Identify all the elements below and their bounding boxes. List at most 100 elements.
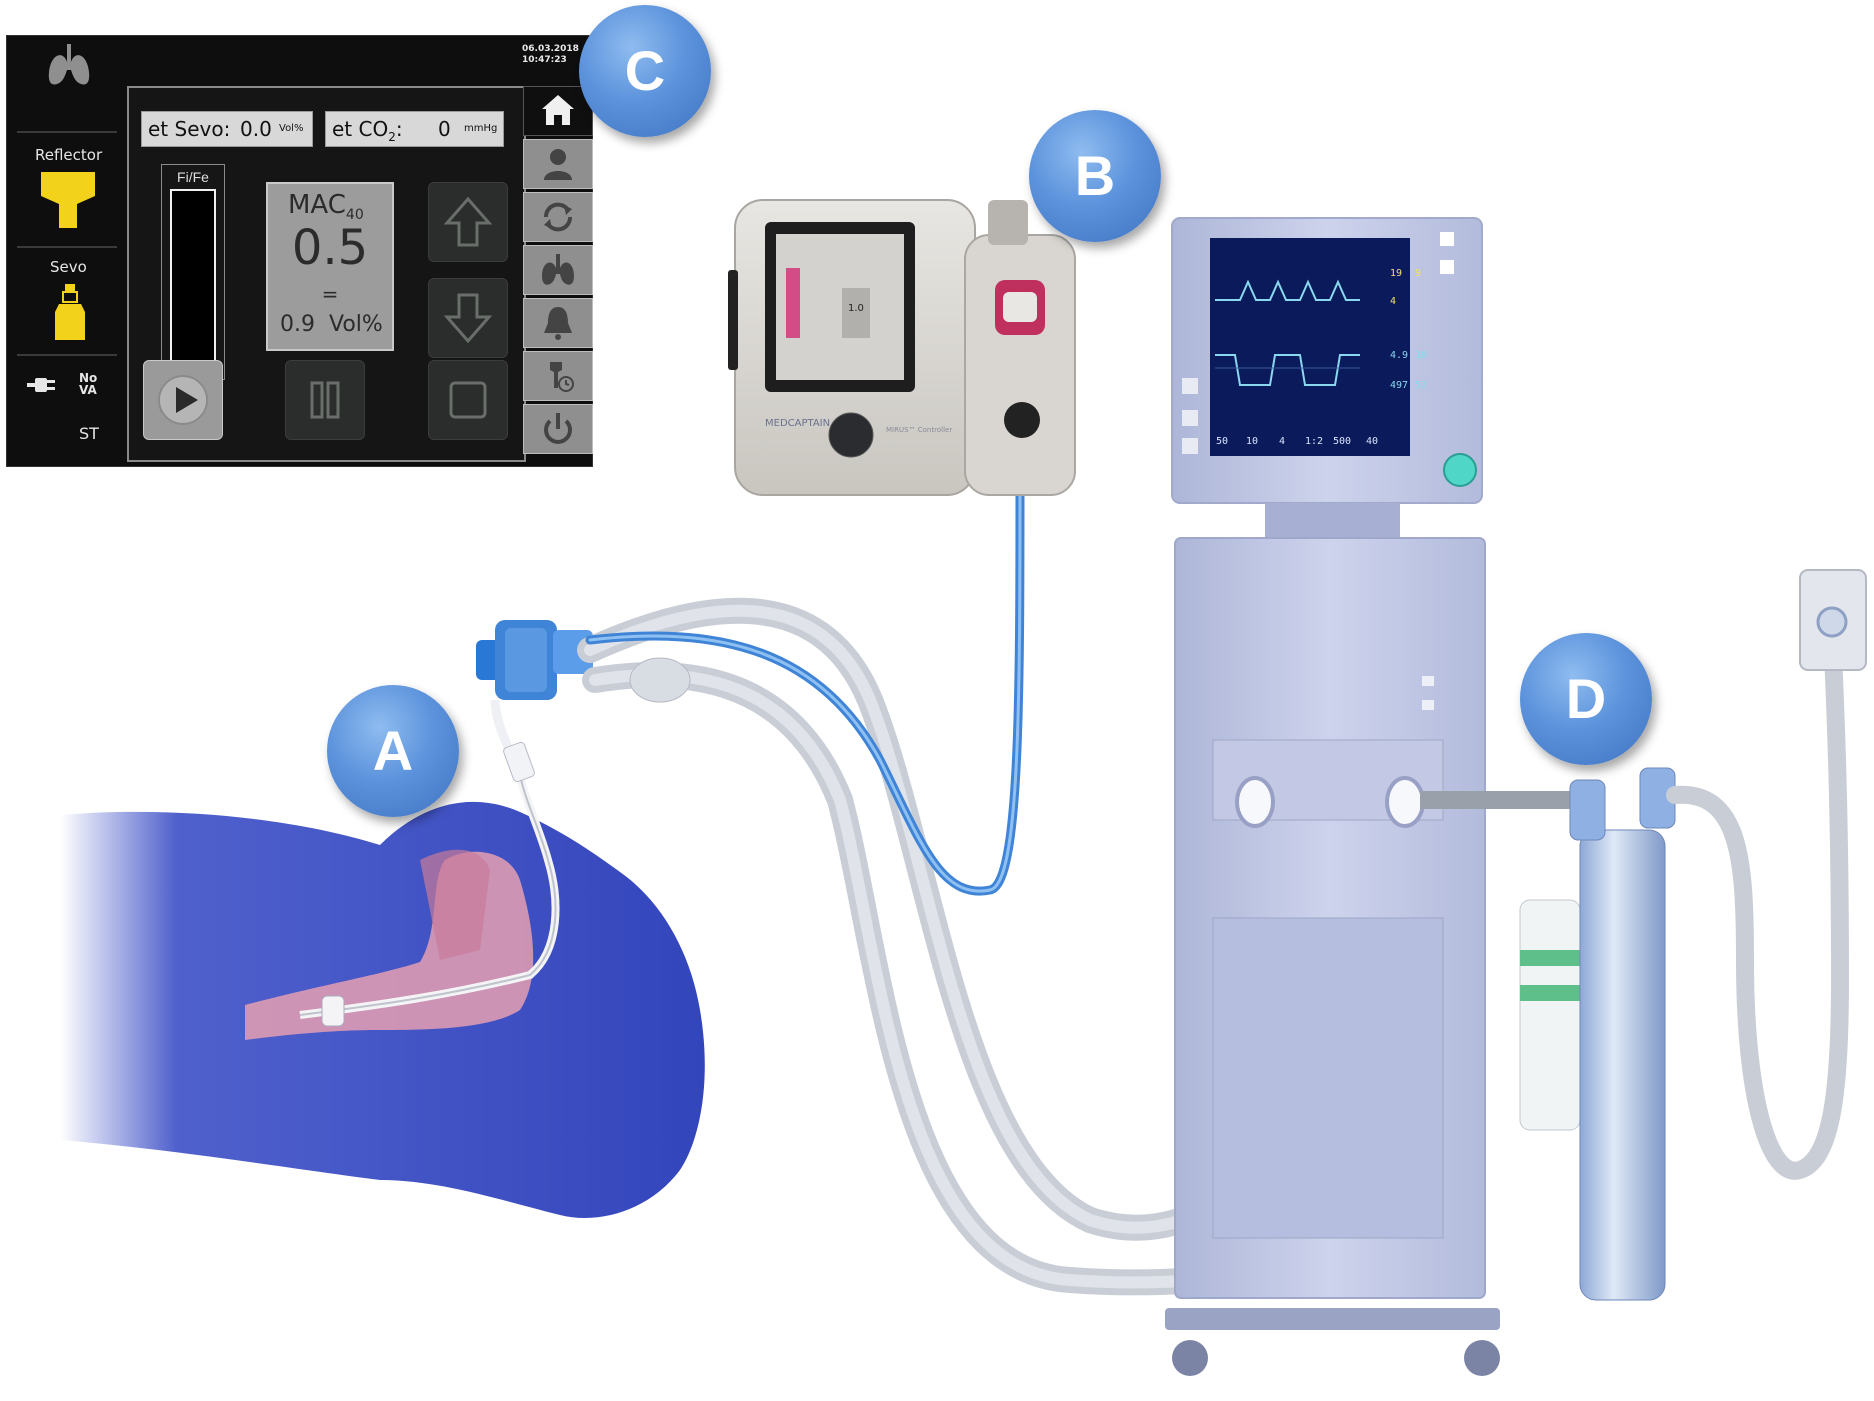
refresh-button[interactable] — [523, 192, 593, 242]
st-label: ST — [79, 424, 99, 443]
monitor-screen — [1210, 238, 1410, 456]
vent-side-value: 10 — [1415, 350, 1428, 361]
alarm-button[interactable] — [523, 298, 593, 348]
column-fitting — [1569, 779, 1606, 841]
patient-head — [60, 774, 705, 1218]
play-button[interactable] — [143, 360, 223, 440]
reflector-highlight — [505, 628, 547, 692]
pause-button[interactable] — [285, 360, 365, 440]
flow-waveform — [1215, 354, 1360, 386]
device-screen-inset: 06.03.2018 10:47:23 Reflector Sevo No VA… — [6, 35, 593, 467]
tube-cuff — [321, 995, 345, 1027]
absorber-band — [1520, 985, 1580, 1001]
sidebar-divider — [17, 354, 117, 356]
controller-mac-tile — [842, 288, 870, 338]
et-sevo-readout: et Sevo: 0.0 Vol% — [141, 111, 313, 147]
scavenging-hose — [1666, 621, 1850, 1180]
machine-base — [1165, 1308, 1500, 1330]
mac-vol: 0.9 Vol% — [280, 312, 383, 337]
settings-button[interactable] — [523, 351, 593, 401]
sidebar-divider — [17, 131, 117, 133]
lungs-button[interactable] — [523, 245, 593, 295]
badge-a: A — [327, 685, 459, 817]
tube-connector — [503, 741, 535, 783]
bell-icon — [544, 307, 572, 340]
expiratory-port — [1385, 776, 1425, 828]
play-icon — [158, 375, 208, 425]
et-co2-colon: : — [395, 117, 403, 141]
badge-c: C — [579, 5, 711, 137]
machine-drawer — [1212, 917, 1444, 1239]
time-text: 10:47:23 — [522, 55, 567, 65]
mac-tile: MAC40 0.5 = 0.9 Vol% — [266, 182, 394, 351]
controller-device — [728, 199, 1076, 496]
vent-side-value: 9 — [1415, 268, 1422, 279]
arrow-down-icon — [443, 293, 493, 344]
et-co2-label: et CO2: — [332, 112, 403, 154]
monitor-key — [1440, 260, 1454, 274]
monitor-side-key — [1182, 378, 1198, 394]
oral-cavity — [420, 849, 490, 960]
power-button[interactable] — [523, 404, 593, 454]
controller-syringe-window — [1003, 292, 1037, 322]
et-sevo-unit: Vol% — [279, 123, 304, 134]
controller-brand: MEDCAPTAIN — [765, 418, 831, 429]
vent-setting-value: 500 — [1333, 436, 1352, 447]
increase-button[interactable] — [428, 182, 508, 262]
nova-indicator: No VA — [79, 372, 97, 396]
monitor-neck — [1265, 503, 1400, 538]
badge-b: B — [1029, 110, 1161, 242]
sevo-label: Sevo — [50, 258, 87, 276]
mac-label-text: MAC — [288, 190, 346, 220]
wheel-left — [1172, 1340, 1208, 1376]
vent-side-value: 19 — [1390, 268, 1403, 279]
pause-icon — [310, 381, 340, 419]
wall-outlet-socket — [1816, 606, 1848, 638]
sidebar-divider — [17, 246, 117, 248]
patient-button[interactable] — [523, 139, 593, 189]
vent-setting-value: 10 — [1246, 436, 1259, 447]
date-text: 06.03.2018 — [522, 44, 579, 54]
date-time: 06.03.2018 10:47:23 — [522, 44, 586, 66]
vent-setting-value: 40 — [1366, 436, 1379, 447]
nova-top-text: No — [79, 371, 98, 385]
et-co2-label-text: et CO — [332, 117, 389, 141]
vent-side-value: 497 — [1390, 380, 1409, 391]
controller-screen-bar — [786, 268, 800, 338]
vent-setting-value: 4 — [1279, 436, 1286, 447]
controller-gas-port — [1004, 402, 1040, 438]
et-co2-subscript: 2 — [388, 130, 396, 144]
absorber-band — [1520, 950, 1580, 966]
absorber-assembly — [1420, 569, 1867, 1301]
mac-vol-unit: Vol% — [329, 312, 383, 337]
stop-button[interactable] — [428, 360, 508, 440]
reflector-timer-icon — [550, 362, 574, 392]
controller-knob — [828, 412, 874, 458]
vent-setting-value: 50 — [1216, 436, 1229, 447]
power-icon — [544, 413, 572, 444]
user-icon — [544, 149, 572, 180]
fi-fe-label: Fi/Fe — [177, 169, 209, 185]
reflector-label: Reflector — [35, 146, 103, 164]
et-co2-readout: et CO2: 0 mmHg — [325, 111, 504, 147]
sevo-bottle-icon — [55, 284, 85, 340]
vent-side-value: 4 — [1390, 296, 1397, 307]
home-button[interactable] — [523, 86, 593, 136]
home-icon — [542, 95, 574, 125]
vent-setting-value: 1:2 — [1305, 436, 1324, 447]
decrease-button[interactable] — [428, 278, 508, 358]
reflector-icon — [41, 172, 95, 228]
co2-absorber-canister — [1519, 899, 1581, 1131]
controller-side-module — [964, 234, 1076, 496]
mac-value: 0.5 — [291, 220, 369, 276]
vent-side-value: 4.9 — [1390, 350, 1409, 361]
machine-indicator — [1422, 700, 1434, 710]
power-plug-icon — [27, 378, 55, 392]
pressure-waveform — [1215, 279, 1360, 301]
reflector-device — [476, 620, 593, 700]
mac-equals: = — [321, 282, 339, 306]
vent-side-value: 52 — [1415, 380, 1428, 391]
refresh-icon — [543, 202, 573, 232]
badge-d: D — [1520, 633, 1652, 765]
